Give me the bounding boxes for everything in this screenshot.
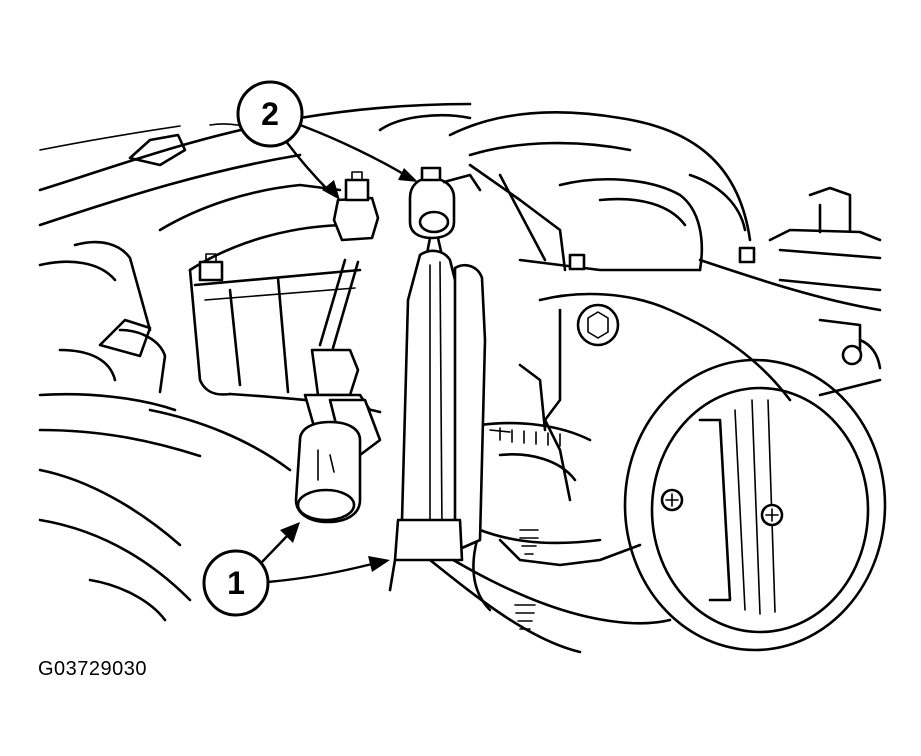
intake-manifold	[38, 183, 382, 622]
callout-1-circle	[202, 549, 270, 617]
sensor-connector-2	[332, 166, 482, 242]
throttle-bore	[623, 338, 887, 652]
figure-code: G03729030	[38, 658, 148, 680]
callout-1-label: 1	[227, 565, 245, 601]
callout-2-label: 2	[261, 96, 279, 132]
callout-1: 1	[202, 522, 390, 617]
callout-2-circle	[236, 80, 304, 148]
callout-2: 2	[236, 80, 418, 200]
throttle-body	[418, 111, 792, 654]
right-side-components	[688, 173, 882, 366]
sensor-connector-1	[294, 258, 382, 524]
cable-bracket	[388, 236, 487, 592]
